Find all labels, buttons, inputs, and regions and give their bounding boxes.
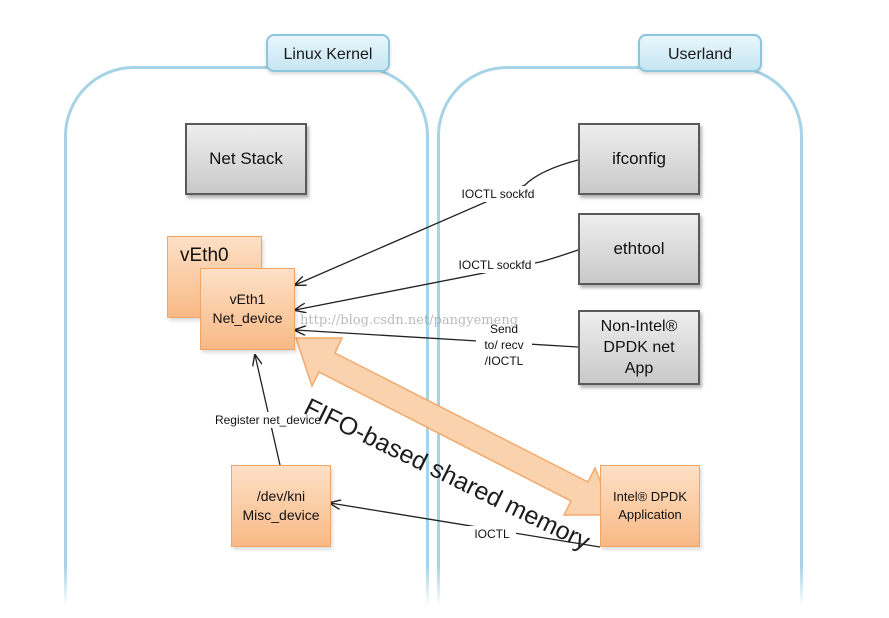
intel-dpdk-app-box: Intel® DPDK Application — [600, 465, 700, 547]
ethtool-to-veth1-arrow — [295, 249, 579, 310]
userland-region — [437, 66, 803, 606]
nonintel-app-box: Non-Intel® DPDK net App — [578, 310, 700, 385]
kni-label-line1: /dev/kni — [256, 488, 306, 504]
nonintel-label-line2: DPDK net — [603, 339, 675, 356]
ifconfig-to-veth1-arrow — [295, 159, 579, 285]
ethtool-box: ethtool — [578, 213, 700, 285]
ioctl-label: IOCTL — [468, 526, 516, 542]
send-label-line2: to/ recv — [484, 338, 524, 352]
intel-label-line2: Application — [618, 507, 682, 522]
userland-label: Userland — [638, 34, 762, 72]
ethtool-label: ethtool — [613, 239, 665, 258]
ioctl-sockfd-label-1: IOCTL sockfd — [458, 186, 538, 202]
watermark-text: http://blog.csdn.net/pangyemeng — [300, 313, 519, 328]
register-net-device-label: Register net_device — [206, 412, 330, 428]
kni-label-line2: Misc_device — [242, 507, 320, 523]
kni-to-veth1-arrow — [255, 355, 281, 466]
ifconfig-box: ifconfig — [578, 123, 700, 195]
veth1-box: vEth1 Net_device — [200, 268, 295, 350]
send-label-line3: /IOCTL — [484, 354, 524, 368]
nonintel-label-line1: Non-Intel® — [600, 318, 678, 335]
linux-kernel-label: Linux Kernel — [266, 34, 390, 72]
kni-box: /dev/kni Misc_device — [231, 465, 331, 547]
intel-to-kni-arrow — [330, 503, 601, 548]
ioctl-sockfd-label-2: IOCTL sockfd — [455, 257, 535, 273]
veth0-label: vEth0 — [180, 245, 229, 266]
net-stack-label: Net Stack — [209, 149, 283, 168]
net-stack-box: Net Stack — [185, 123, 307, 195]
send-recv-ioctl-label: Send to/ recv /IOCTL — [476, 321, 532, 369]
intel-label-line1: Intel® DPDK — [613, 489, 687, 504]
send-label-line1: Send — [489, 322, 519, 336]
veth1-label-line2: Net_device — [212, 310, 283, 326]
veth1-label-line1: vEth1 — [229, 291, 266, 307]
ifconfig-label: ifconfig — [612, 149, 666, 168]
nonintel-label-line3: App — [624, 360, 654, 377]
linux-kernel-region — [64, 66, 429, 606]
